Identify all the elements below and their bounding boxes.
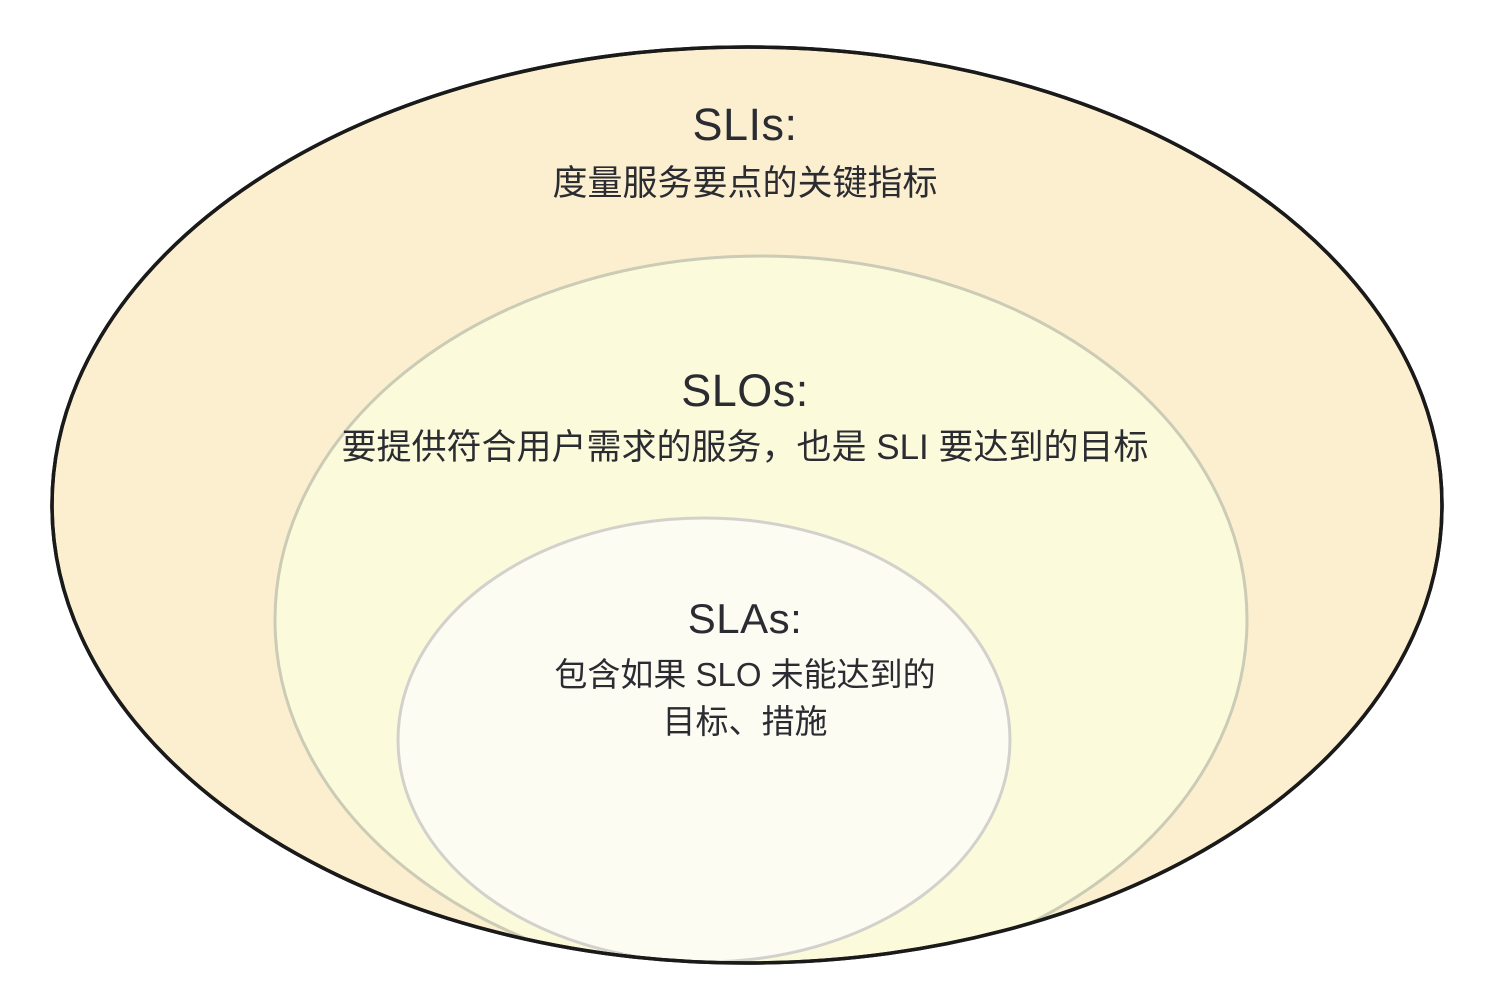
label-slis: SLIs: 度量服务要点的关键指标 (0, 96, 1490, 206)
slos-description: 要提供符合用户需求的服务，也是 SLI 要达到的目标 (341, 427, 1149, 467)
slas-description-line-2: 目标、措施 (662, 702, 828, 740)
slas-title: SLAs: (687, 595, 803, 642)
slis-description: 度量服务要点的关键指标 (552, 163, 938, 203)
slis-title: SLIs: (692, 99, 798, 150)
slas-description-line-1: 包含如果 SLO 未能达到的 (554, 655, 936, 693)
slos-title: SLOs: (681, 365, 809, 416)
inner-ellipse-slas[interactable] (396, 516, 1012, 962)
outer-ellipse-outline (50, 45, 1444, 965)
label-slos: SLOs: 要提供符合用户需求的服务，也是 SLI 要达到的目标 (0, 362, 1490, 470)
label-slas: SLAs: 包含如果 SLO 未能达到的 目标、措施 (0, 592, 1490, 745)
